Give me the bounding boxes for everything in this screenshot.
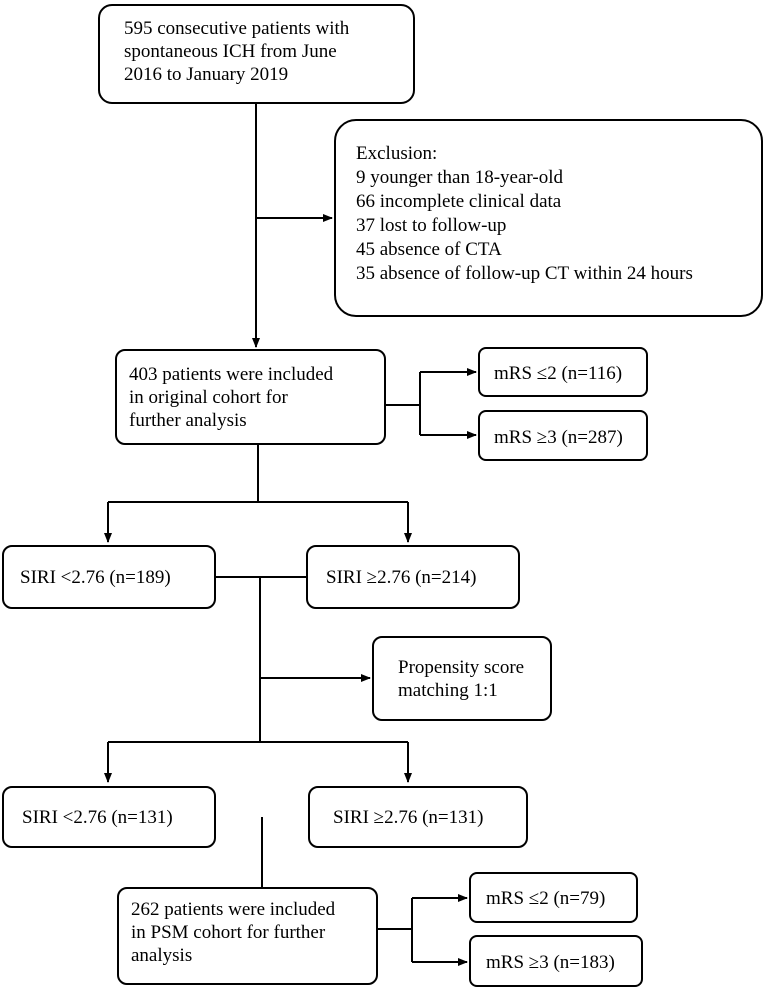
psm-mrs-low-box: mRS ≤2 (n=79) [469,872,638,923]
siri-high-orig-box: SIRI ≥2.76 (n=214) [306,545,520,609]
propensity-line-2: matching 1:1 [398,680,498,701]
exclusion-item: 9 younger than 18-year-old [356,167,563,188]
siri-high-orig-label: SIRI ≥2.76 (n=214) [326,567,477,588]
orig-mrs-high-box: mRS ≥3 (n=287) [478,410,648,461]
propensity-box: Propensity score matching 1:1 [372,636,552,721]
exclusion-box: Exclusion: 9 younger than 18-year-old 66… [334,119,763,317]
siri-high-psm-label: SIRI ≥2.76 (n=131) [333,807,484,828]
exclusion-item: 66 incomplete clinical data [356,191,562,212]
original-cohort-line-3: further analysis [129,410,247,431]
exclusion-item: 37 lost to follow-up [356,215,507,236]
siri-high-psm-box: SIRI ≥2.76 (n=131) [308,786,528,848]
psm-cohort-line-3: analysis [131,945,193,966]
siri-low-orig-box: SIRI <2.76 (n=189) [2,545,216,609]
exclusion-item: 35 absence of follow-up CT within 24 hou… [356,263,693,284]
initial-cohort-box: 595 consecutive patients with spontaneou… [98,4,415,104]
psm-cohort-box: 262 patients were included in PSM cohort… [117,887,378,985]
propensity-line-1: Propensity score [398,657,525,678]
exclusion-item: 45 absence of CTA [356,239,502,260]
original-cohort-line-1: 403 patients were included [129,364,334,385]
orig-mrs-high-label: mRS ≥3 (n=287) [494,427,623,448]
psm-cohort-line-1: 262 patients were included [131,899,336,920]
initial-line-2: spontaneous ICH from June [124,41,337,62]
original-cohort-line-2: in original cohort for [129,387,288,408]
initial-line-3: 2016 to January 2019 [124,64,289,85]
psm-mrs-high-box: mRS ≥3 (n=183) [469,935,643,987]
exclusion-title: Exclusion: [356,143,438,164]
original-cohort-box: 403 patients were included in original c… [115,349,386,445]
orig-mrs-low-box: mRS ≤2 (n=116) [478,347,648,397]
psm-cohort-line-2: in PSM cohort for further [131,922,326,943]
psm-mrs-low-label: mRS ≤2 (n=79) [486,888,606,909]
siri-low-psm-label: SIRI <2.76 (n=131) [22,807,173,828]
psm-mrs-high-label: mRS ≥3 (n=183) [486,952,615,973]
orig-mrs-low-label: mRS ≤2 (n=116) [494,363,623,384]
initial-line-1: 595 consecutive patients with [124,18,350,39]
siri-low-orig-label: SIRI <2.76 (n=189) [20,567,171,588]
siri-low-psm-box: SIRI <2.76 (n=131) [2,786,216,848]
